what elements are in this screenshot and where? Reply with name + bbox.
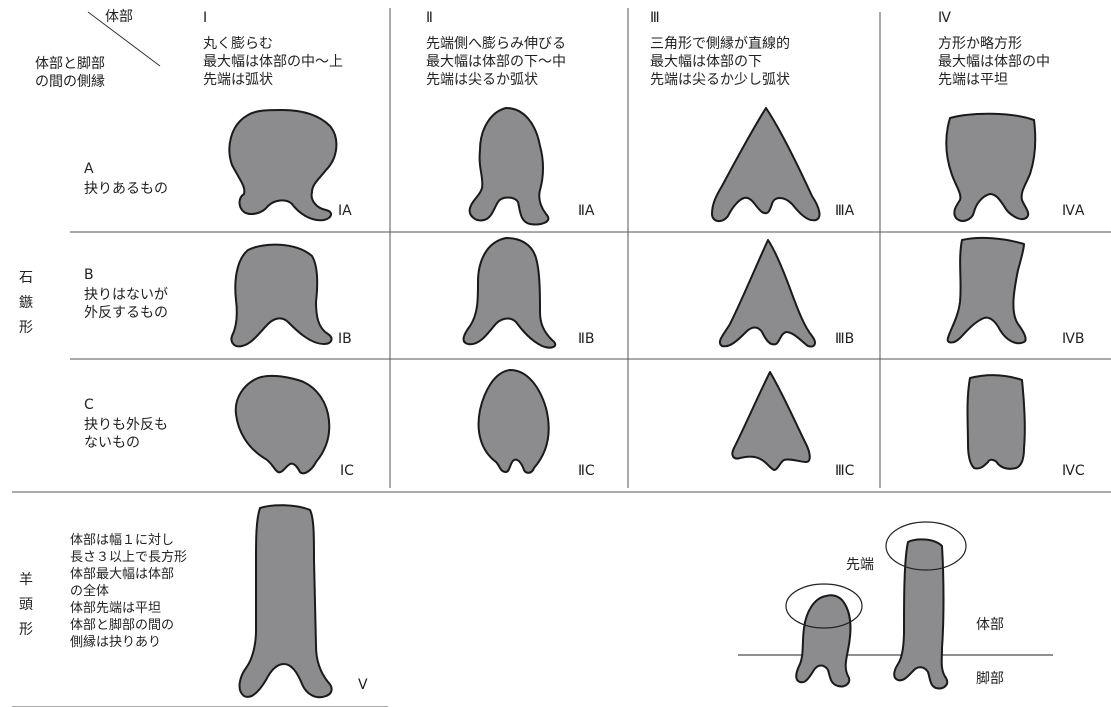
row-desc: 抉りも外反も ないもの xyxy=(84,417,168,451)
shape-IB xyxy=(230,243,333,348)
label-leg: 脚部 xyxy=(976,671,1004,687)
cell-label-IIIB: ⅢB xyxy=(835,331,855,347)
parts-tall-shape xyxy=(893,538,949,690)
group-char: 鏃 xyxy=(19,295,33,311)
row-letter: A xyxy=(84,161,94,177)
shape-IVC xyxy=(966,374,1026,470)
shape-V xyxy=(238,504,333,699)
row-letter: B xyxy=(84,267,94,283)
cell-label-IA: ⅠA xyxy=(338,203,352,219)
corner-diagonal-line xyxy=(87,11,161,67)
corner-bottom-label: 体部と脚部 の間の側縁 xyxy=(35,56,105,90)
shape-IIB xyxy=(462,237,557,349)
grid-lines xyxy=(12,8,1111,707)
type-v-description: 体部は幅１に対し 長さ３以上で長方形 体部最大幅は体部 の全体 体部先端は平坦 … xyxy=(70,533,188,650)
group-char: 頭 xyxy=(19,597,33,613)
group-char: 羊 xyxy=(19,572,33,588)
cell-label-IVB: ⅣB xyxy=(1062,331,1085,347)
cell-label-IIB: ⅡB xyxy=(578,331,595,347)
column-numeral: Ⅱ xyxy=(426,10,433,26)
column-desc: 丸く膨らむ 最大幅は体部の中〜上 先端は弧状 xyxy=(203,36,343,88)
shape-IIA xyxy=(468,107,550,226)
shape-IVB xyxy=(946,236,1027,345)
shape-IIC xyxy=(477,369,550,474)
column-numeral: Ⅲ xyxy=(650,10,660,26)
column-numeral: Ⅳ xyxy=(938,10,951,26)
column-desc: 方形か略方形 最大幅は体部の中 先端は平坦 xyxy=(938,36,1050,88)
corner-top-label: 体部 xyxy=(105,9,133,25)
cell-label-IVA: ⅣA xyxy=(1062,203,1085,219)
label-body: 体部 xyxy=(976,617,1004,633)
cell-label-IC: ⅠC xyxy=(340,463,354,479)
shape-IA xyxy=(228,109,338,222)
column-desc: 先端側へ膨らみ伸びる 最大幅は体部の下〜中 先端は尖るか弧状 xyxy=(426,36,566,88)
group-char: 形 xyxy=(19,622,33,638)
row-desc: 抉りあるもの xyxy=(84,181,168,197)
shape-IC xyxy=(234,374,331,475)
row-desc: 抉りはないが 外反するもの xyxy=(84,287,168,321)
shape-IIIB xyxy=(718,239,816,348)
tip-ellipse-small xyxy=(785,583,863,629)
type-v-label: Ⅴ xyxy=(358,677,368,693)
tip-ellipse-tall xyxy=(885,521,967,571)
shape-IIIA xyxy=(711,107,821,222)
group-char: 石 xyxy=(19,270,33,286)
row-letter: C xyxy=(84,397,94,413)
label-tip: 先端 xyxy=(846,557,874,573)
cell-label-IIA: ⅡA xyxy=(578,203,595,219)
column-desc: 三角形で側縁が直線的 最大幅は体部の下 先端は尖るか少し弧状 xyxy=(650,36,790,88)
cell-label-IB: ⅠB xyxy=(338,331,352,347)
cell-label-IIC: ⅡC xyxy=(578,463,595,479)
cell-label-IIIA: ⅢA xyxy=(835,203,855,219)
shape-IVA xyxy=(945,112,1037,222)
cell-label-IVC: ⅣC xyxy=(1062,463,1085,479)
column-numeral: Ⅰ xyxy=(203,10,208,26)
parts-small-shape xyxy=(795,594,852,688)
shape-IIIC xyxy=(731,371,811,471)
cell-label-IIIC: ⅢC xyxy=(835,463,855,479)
group-char: 形 xyxy=(19,320,33,336)
